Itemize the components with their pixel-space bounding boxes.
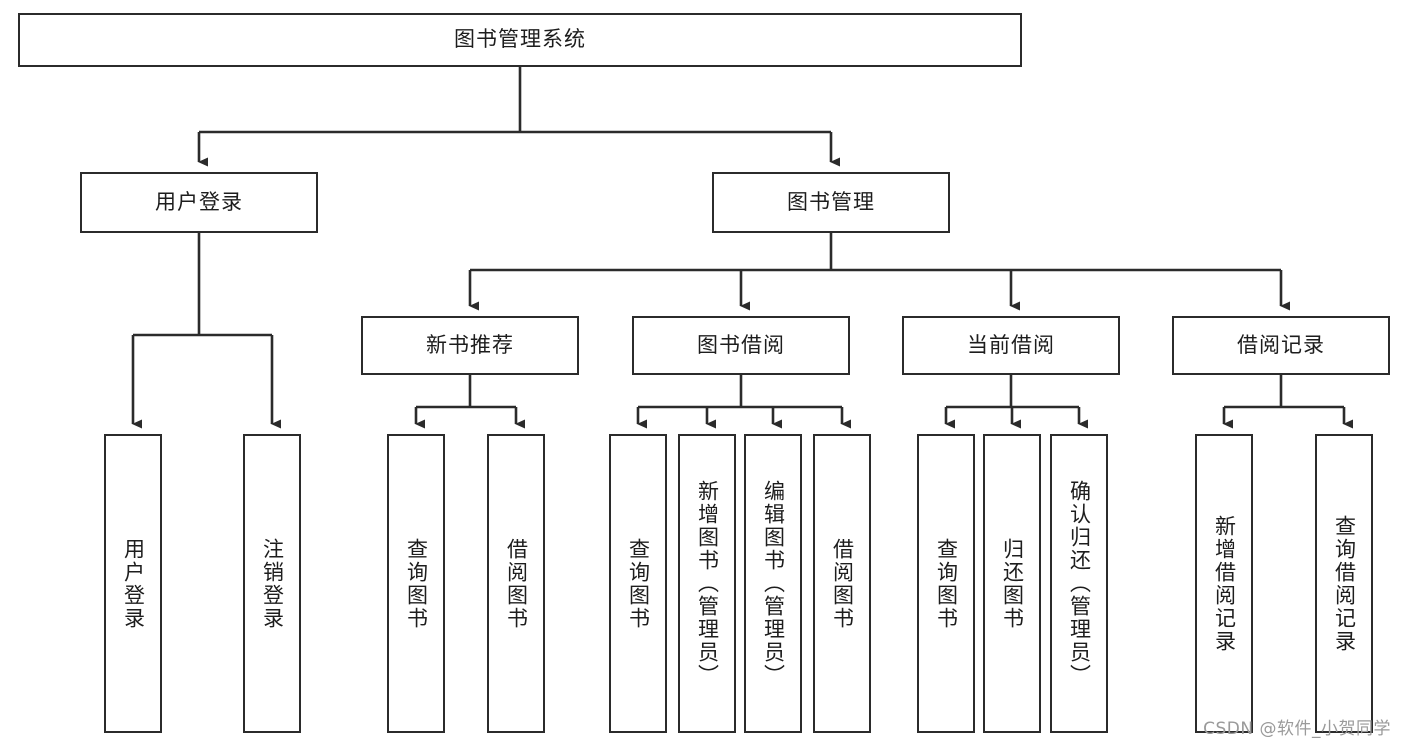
node-bb-add-book-admin[interactable]: 新增图书（管理员）	[678, 434, 736, 733]
node-borrow-record[interactable]: 借阅记录	[1172, 316, 1390, 375]
node-label: 新增图书（管理员）	[695, 480, 720, 687]
node-login-user[interactable]: 用户登录	[104, 434, 162, 733]
node-label: 归还图书	[1000, 537, 1025, 630]
node-label: 新书推荐	[426, 332, 514, 357]
node-root[interactable]: 图书管理系统	[18, 13, 1022, 67]
node-label: 新增借阅记录	[1212, 514, 1237, 653]
node-cb-return-book[interactable]: 归还图书	[983, 434, 1041, 733]
node-cb-confirm-return-admin[interactable]: 确认归还（管理员）	[1050, 434, 1108, 733]
node-bb-borrow-book[interactable]: 借阅图书	[813, 434, 871, 733]
node-user-login[interactable]: 用户登录	[80, 172, 318, 233]
node-label: 借阅图书	[830, 537, 855, 630]
node-nbr-borrow-book[interactable]: 借阅图书	[487, 434, 545, 733]
node-label: 注销登录	[260, 537, 285, 630]
node-label: 查询借阅记录	[1332, 514, 1357, 653]
node-label: 图书管理	[787, 189, 875, 214]
node-bb-edit-book-admin[interactable]: 编辑图书（管理员）	[744, 434, 802, 733]
node-label: 借阅记录	[1237, 332, 1325, 357]
node-nbr-query-book[interactable]: 查询图书	[387, 434, 445, 733]
node-cb-query-book[interactable]: 查询图书	[917, 434, 975, 733]
node-label: 编辑图书（管理员）	[761, 480, 786, 687]
node-label: 当前借阅	[967, 332, 1055, 357]
node-label: 图书管理系统	[454, 27, 586, 52]
node-current-borrow[interactable]: 当前借阅	[902, 316, 1120, 375]
node-logout-user[interactable]: 注销登录	[243, 434, 301, 733]
node-label: 借阅图书	[504, 537, 529, 630]
node-label: 查询图书	[404, 537, 429, 630]
node-br-add-record[interactable]: 新增借阅记录	[1195, 434, 1253, 733]
watermark-text: CSDN @软件_小贺同学	[1203, 719, 1391, 739]
node-label: 用户登录	[155, 189, 243, 214]
node-label: 确认归还（管理员）	[1067, 480, 1092, 687]
node-br-query-record[interactable]: 查询借阅记录	[1315, 434, 1373, 733]
node-label: 查询图书	[626, 537, 651, 630]
node-book-borrow[interactable]: 图书借阅	[632, 316, 850, 375]
node-new-book-recommend[interactable]: 新书推荐	[361, 316, 579, 375]
node-bb-query-book[interactable]: 查询图书	[609, 434, 667, 733]
node-label: 查询图书	[934, 537, 959, 630]
node-book-manage[interactable]: 图书管理	[712, 172, 950, 233]
node-label: 图书借阅	[697, 332, 785, 357]
node-label: 用户登录	[121, 537, 146, 630]
